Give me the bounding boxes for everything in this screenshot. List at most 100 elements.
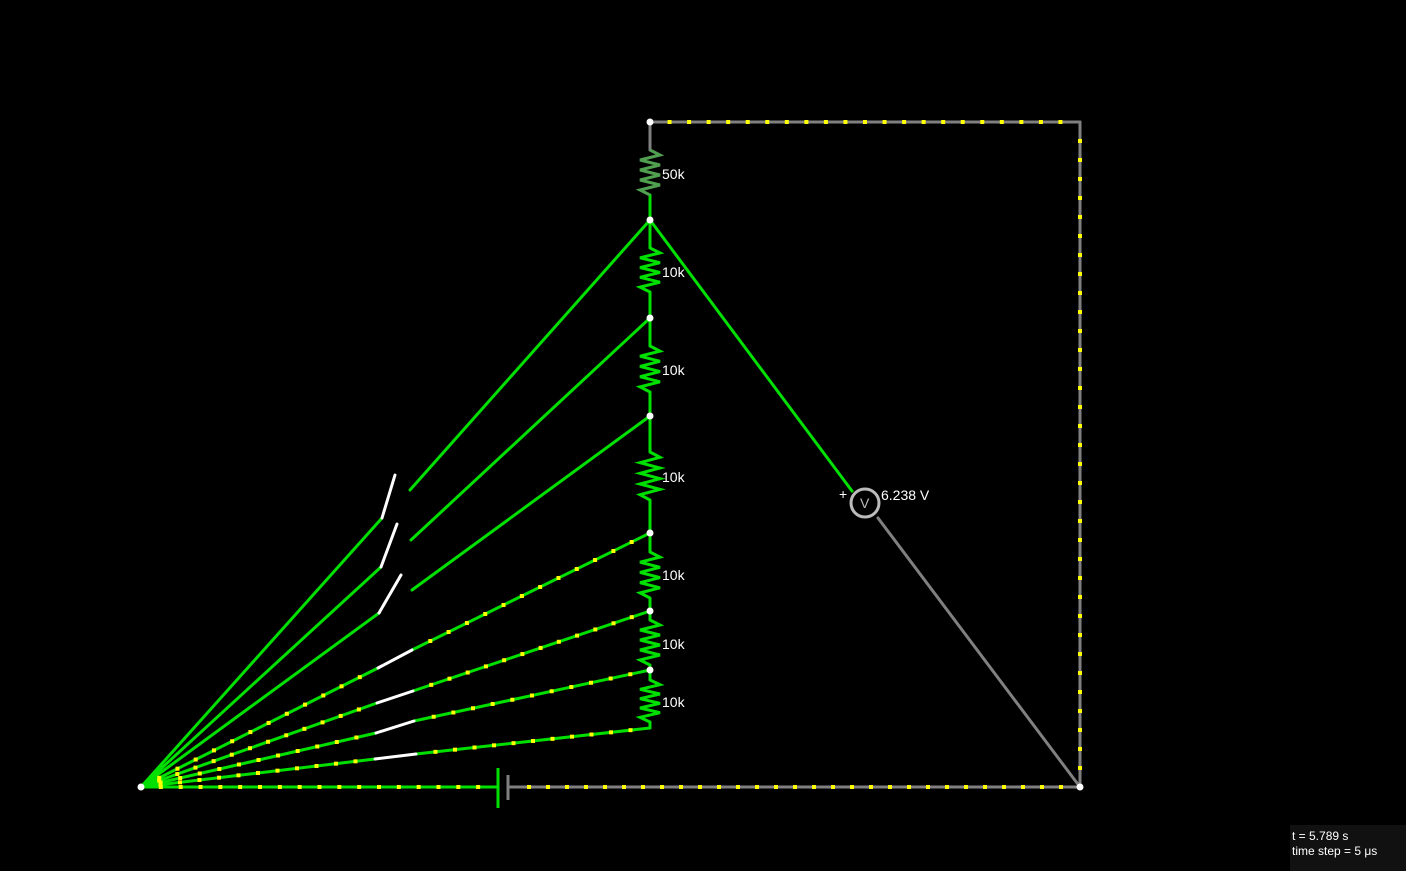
current-dot [1019, 120, 1024, 124]
current-dot [472, 745, 477, 750]
voltmeter-body[interactable] [849, 487, 881, 519]
wire[interactable] [876, 516, 1082, 789]
current-dot [377, 785, 381, 789]
node-post[interactable] [646, 607, 654, 615]
current-dot [217, 775, 221, 780]
current-dot [178, 776, 183, 780]
wire[interactable] [139, 565, 383, 789]
current-dot [471, 706, 475, 711]
current-dot [303, 702, 308, 707]
current-dot [158, 780, 163, 785]
wire[interactable] [411, 609, 652, 693]
switch-blade[interactable] [373, 752, 418, 761]
current-dot [556, 576, 561, 580]
current-dot [1002, 785, 1006, 789]
current-dot [1078, 253, 1082, 257]
current-dot [1078, 291, 1082, 295]
current-dot [501, 603, 506, 607]
current-dot [1058, 120, 1063, 124]
current-dot [745, 120, 750, 124]
current-dot [1078, 443, 1082, 447]
switch-blade[interactable] [377, 573, 403, 615]
wire[interactable] [139, 701, 379, 789]
current-dot [736, 785, 740, 789]
current-dot [1078, 386, 1082, 390]
node-post[interactable] [646, 216, 654, 224]
resistor[interactable] [635, 618, 665, 667]
current-dot [429, 682, 434, 687]
current-dot [960, 120, 965, 124]
resistor[interactable] [635, 678, 665, 724]
current-dot [1078, 234, 1082, 238]
switch-blade[interactable] [379, 522, 399, 569]
node-post[interactable] [646, 666, 654, 674]
current-dot [999, 120, 1004, 124]
current-dot [570, 734, 574, 739]
current-dot [575, 633, 580, 638]
current-dot [589, 680, 593, 685]
node-post[interactable] [1076, 783, 1084, 791]
wire[interactable] [409, 316, 652, 542]
current-dot [611, 621, 616, 626]
switch-blade[interactable] [375, 689, 415, 705]
node-post[interactable] [646, 314, 654, 322]
current-dot [964, 785, 968, 789]
current-dot [1078, 177, 1082, 181]
current-dot [1078, 633, 1082, 637]
node-post[interactable] [646, 412, 654, 420]
time-readout: t = 5.789 s [1292, 829, 1349, 843]
current-dot [1078, 652, 1082, 656]
node-post[interactable] [137, 783, 145, 791]
current-dot [1040, 785, 1044, 789]
switch-blade[interactable] [374, 719, 416, 735]
resistor[interactable] [635, 148, 665, 197]
current-dot [314, 764, 319, 768]
current-dot [483, 664, 488, 669]
current-dot [510, 697, 515, 702]
resistor[interactable] [635, 246, 665, 294]
switch-blade[interactable] [376, 648, 414, 670]
resistor[interactable] [635, 550, 665, 600]
current-dot [629, 615, 634, 620]
current-dot [465, 670, 470, 675]
current-dot [446, 630, 451, 634]
current-dot [1078, 139, 1082, 143]
current-dot [476, 785, 481, 789]
current-dot [158, 785, 163, 789]
current-dot [197, 778, 202, 782]
resistor[interactable] [635, 344, 665, 394]
current-dot [256, 758, 261, 762]
wire[interactable] [139, 611, 381, 789]
node-post[interactable] [646, 118, 654, 126]
node-post[interactable] [646, 529, 654, 537]
current-dot [530, 693, 534, 698]
current-dot [660, 785, 664, 789]
switch-blade[interactable] [380, 473, 397, 520]
wire[interactable] [648, 218, 854, 493]
current-dot [717, 785, 721, 789]
wire[interactable] [139, 516, 384, 789]
labels-layer: 50k 10k 10k 10k 10k 10k 10k + V 6.238 V [662, 166, 930, 710]
wire[interactable] [408, 218, 652, 492]
current-dot [574, 567, 579, 571]
current-dot [339, 684, 344, 689]
current-dot [556, 639, 561, 644]
current-dot [850, 785, 854, 789]
current-dot [284, 711, 289, 716]
resistor[interactable] [634, 450, 666, 502]
current-dot [337, 785, 342, 789]
current-dot [157, 775, 162, 780]
current-dot [284, 733, 289, 738]
current-dot [611, 549, 616, 553]
current-dot [679, 785, 683, 789]
current-dot [1021, 785, 1025, 789]
wire[interactable] [410, 531, 652, 652]
current-dot [1078, 614, 1082, 618]
current-dot [863, 120, 867, 124]
wire[interactable] [139, 666, 380, 789]
wire[interactable] [410, 414, 652, 592]
current-dot [1078, 158, 1082, 162]
simulation-status: t = 5.789 s time step = 5 μs [1290, 825, 1406, 871]
wires-layer [139, 120, 1082, 789]
